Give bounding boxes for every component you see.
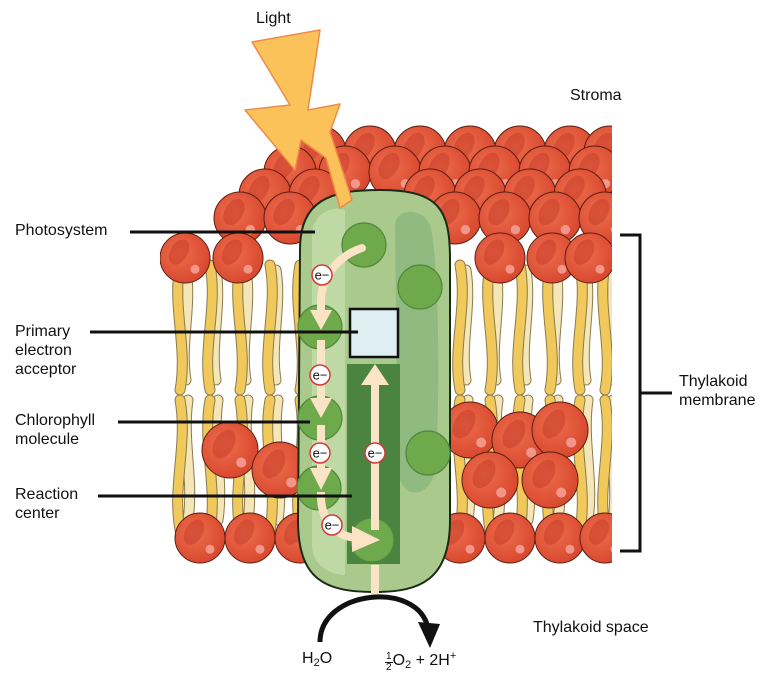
lipid-head: [564, 232, 612, 284]
lipid-tail: [513, 260, 527, 395]
stroma-label: Stroma: [570, 87, 622, 104]
label-line: Reaction: [15, 486, 79, 503]
formula-subscript: 2: [313, 657, 320, 669]
water-splitting-arrowhead-icon: [418, 622, 440, 648]
lipid-tail: [233, 260, 247, 395]
lipid-head: [478, 191, 532, 245]
lipid-tail: [598, 260, 612, 395]
chlorophyll-molecule: [405, 430, 451, 476]
lipid-head: [251, 441, 309, 499]
chlorophyll-molecule: [397, 264, 443, 310]
electron-badge: e−: [321, 514, 343, 536]
formula-part: H: [302, 650, 314, 667]
light-label: Light: [256, 10, 291, 27]
electron-badge: e−: [309, 364, 331, 386]
lipid-tail: [573, 260, 587, 395]
photosystem-complex: e− e− e− e− e−: [296, 188, 451, 595]
electron-badge: e−: [311, 264, 333, 286]
lipid-tail: [203, 260, 217, 395]
lipid-head: [534, 512, 586, 564]
reaction-center-label: Reaction center: [15, 485, 78, 523]
lipid-tail: [263, 260, 277, 395]
lipid-tail: [173, 395, 187, 535]
chlorophyll-molecule-label: Chlorophyll molecule: [15, 411, 95, 449]
lipid-tail: [598, 395, 612, 535]
label-line: Thylakoid: [679, 373, 748, 390]
lipid-tail: [483, 260, 497, 395]
lipid-head: [461, 451, 519, 509]
label-line: membrane: [679, 392, 756, 409]
lipid-tail: [543, 260, 557, 395]
formula-part: + 2H: [411, 652, 450, 669]
electron-symbol: e−: [315, 268, 330, 283]
formula-subscript: 2: [405, 659, 412, 671]
label-line: molecule: [15, 431, 80, 448]
electron-badge: e−: [309, 442, 331, 464]
primary-electron-acceptor-label: Primary electron acceptor: [15, 322, 76, 379]
formula-superscript: +: [449, 650, 457, 662]
lipid-tail: [453, 260, 467, 395]
electron-badge: e−: [364, 442, 386, 464]
electron-symbol: e−: [368, 446, 383, 461]
lipid-head: [212, 232, 264, 284]
thylakoid-membrane-label: Thylakoid membrane: [679, 372, 755, 410]
electron-symbol: e−: [313, 446, 328, 461]
lipid-head: [531, 401, 589, 459]
formula-part: O: [319, 650, 333, 667]
lipid-heads-back: [213, 125, 612, 245]
lipid-head: [224, 512, 276, 564]
lipid-head: [579, 512, 612, 564]
lipid-heads-lower-back: [201, 401, 589, 509]
fraction-denominator: 2: [386, 662, 392, 673]
formula-part: O: [392, 652, 406, 669]
lipid-head: [521, 451, 579, 509]
lipid-head: [174, 512, 226, 564]
water-splitting-arrow: [317, 594, 431, 643]
label-line: center: [15, 505, 60, 522]
lipid-head: [474, 232, 526, 284]
lipid-head: [160, 232, 211, 284]
electron-symbol: e−: [313, 368, 328, 383]
electrons: e− e− e− e− e−: [309, 264, 386, 536]
lipid-head: [201, 421, 259, 479]
water-formula: H2O: [302, 650, 332, 669]
lipid-head: [484, 512, 536, 564]
lipid-tail: [173, 260, 187, 395]
thylakoid-membrane-bracket: [620, 233, 672, 553]
thylakoid-space-label: Thylakoid space: [533, 619, 649, 636]
label-line: acceptor: [15, 361, 77, 378]
photosystem-label: Photosystem: [15, 222, 108, 239]
lipid-tail: [581, 395, 595, 525]
light-lightning-bolt-icon: [244, 29, 353, 209]
label-line: electron: [15, 342, 72, 359]
electron-symbol: e−: [325, 518, 340, 533]
label-line: Primary: [15, 323, 71, 340]
label-line: Chlorophyll: [15, 412, 96, 429]
lipid-heads-front-top: [160, 232, 612, 284]
leader-lines: [90, 230, 358, 498]
fraction-numerator: 1: [385, 651, 393, 663]
